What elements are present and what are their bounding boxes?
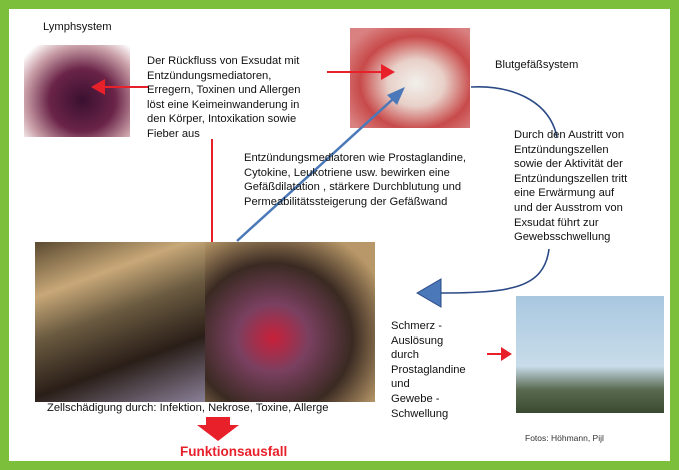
label-blutgefaesssystem: Blutgefäßsystem <box>495 58 578 73</box>
text-pain: Schmerz - Auslösung durch Prostaglandine… <box>391 319 486 421</box>
text-cell-exit: Durch den Austritt von Entzündungszellen… <box>514 128 664 245</box>
text-cell-damage: Zellschädigung durch: Infektion, Nekrose… <box>47 401 377 416</box>
red-down-arrow <box>197 417 239 441</box>
text-functional-failure: Funktionsausfall <box>180 444 287 460</box>
label-lymphsystem: Lymphsystem <box>43 20 112 35</box>
text-mediators: Entzündungsmediatoren wie Prostaglandine… <box>244 151 504 209</box>
blue-curve-text-to-photo <box>439 249 549 293</box>
text-reflux: Der Rückfluss von Exsudat mit Entzündung… <box>147 54 337 142</box>
photo-credit: Fotos: Höhmann, Pijl <box>525 431 604 446</box>
diagram-frame: Lymphsystem Blutgefäßsystem Der Rückflus… <box>9 9 670 461</box>
